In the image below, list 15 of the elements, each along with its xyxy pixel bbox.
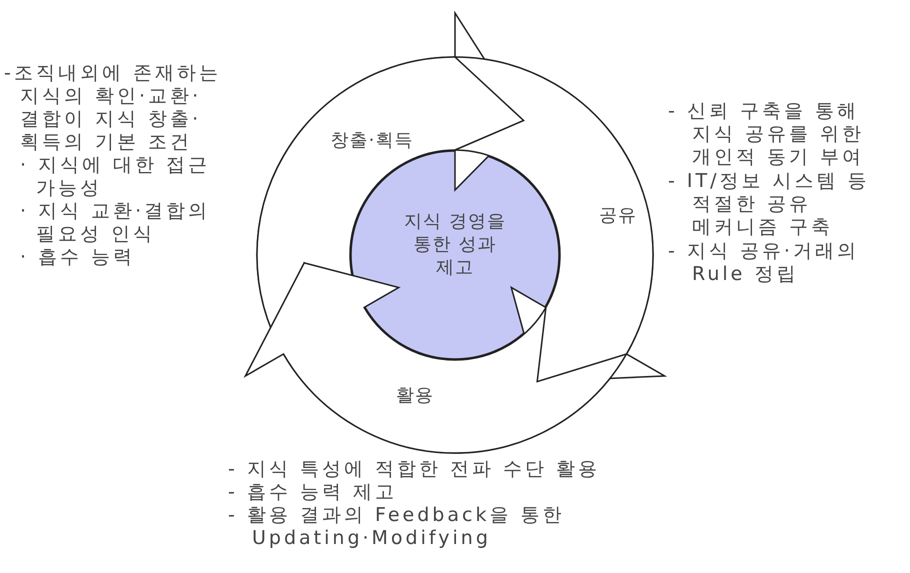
stage-label: 공유	[599, 204, 637, 227]
center-label: 지식 경영을 통한 성과 제고	[403, 210, 507, 279]
center-circle	[350, 150, 560, 360]
description-text: - IT/정보 시스템 등 적절한 공유 메커니즘 구축	[668, 170, 871, 239]
stage-label: 창출·획득	[330, 129, 414, 152]
description-text: - 지식 특성에 적합한 전파 수단 활용	[228, 458, 602, 481]
description-text: -조직내외에 존재하는 지식의 확인·교환· 결합이 지식 창출· 획득의 기본 조건	[4, 62, 222, 154]
description-text: · 지식에 대한 접근 가능성	[20, 154, 212, 200]
description-text: - 흡수 능력 제고	[228, 481, 398, 504]
stage-label: 활용	[396, 384, 434, 407]
description-text: · 흡수 능력	[20, 246, 136, 269]
description-text: · 지식 교환·결합의 필요성 인식	[20, 200, 212, 246]
description-text: - 신뢰 구축을 통해 지식 공유를 위한 개인적 동기 부여	[668, 100, 866, 169]
description-text: - 지식 공유·거래의 Rule 정립	[668, 240, 860, 286]
description-text: - 활용 결과의 Feedback을 통한 Updating·Modifying	[228, 504, 566, 550]
